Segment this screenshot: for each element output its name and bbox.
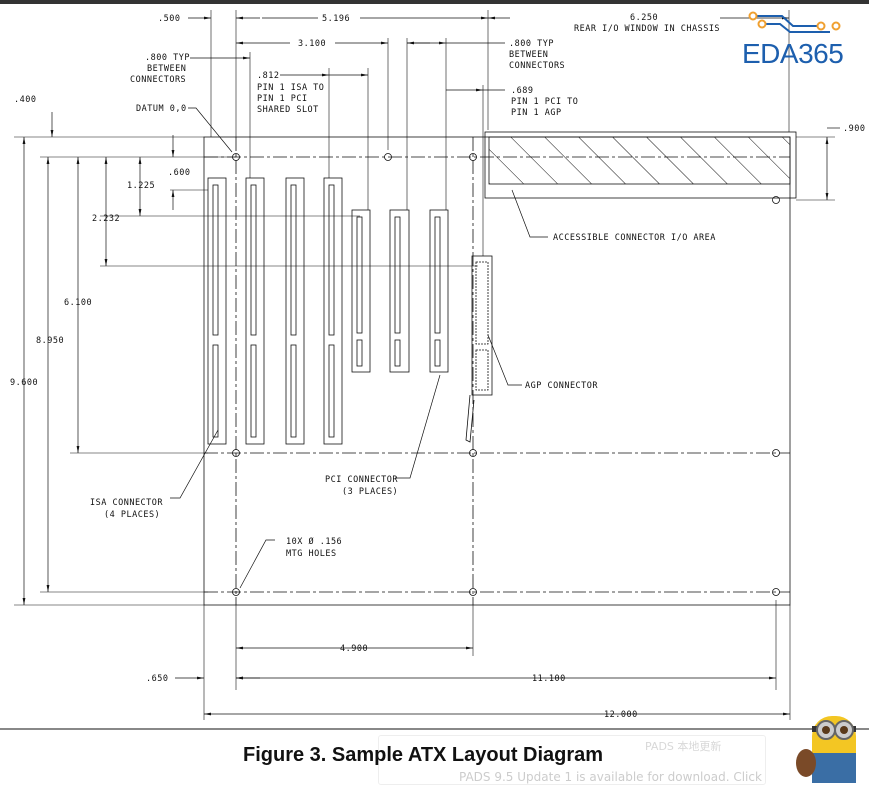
dim-689-l1: PIN 1 PCI TO [511,97,578,107]
update-notification[interactable]: PADS 本地更新 PADS 9.5 Update 1 is available… [378,735,766,785]
dim-5196: 5.196 [322,14,350,24]
board-outline [203,136,791,606]
dim-812-l1: PIN 1 ISA TO [257,83,324,93]
agp-label: AGP CONNECTOR [525,381,598,391]
pci-label-2: (3 PLACES) [342,487,398,497]
dim-650: .650 [146,674,168,684]
io-area-label: ACCESSIBLE CONNECTOR I/O AREA [553,233,716,243]
holes-label-1: 10X Ø .156 [286,536,342,547]
mounting-holes [232,153,780,596]
dim-600: .600 [168,168,190,178]
typ-right-2: BETWEEN [509,50,548,60]
figure-caption: Figure 3. Sample ATX Layout Diagram [243,744,604,766]
typ-left-3: CONNECTORS [130,75,186,85]
dim-11100: 11.100 [532,674,566,684]
eda365-logo-traces [748,11,841,33]
minion-mascot-image [796,716,856,783]
io-area-frame [484,131,797,199]
dim-3100: 3.100 [298,39,326,49]
eda365-logo: EDA365 [742,38,844,69]
typ-right-3: CONNECTORS [509,61,565,71]
rear-io-label: REAR I/O WINDOW IN CHASSIS [574,24,720,34]
dim-9600: 9.600 [10,378,38,388]
dim-1225: 1.225 [127,181,155,191]
dim-8950: 8.950 [36,336,64,346]
dim-689-l2: PIN 1 AGP [511,108,562,118]
dim-812: .812 [257,71,279,81]
dim-812-l3: SHARED SLOT [257,105,319,115]
pci-label-1: PCI CONNECTOR [325,475,398,485]
notification-message[interactable]: PADS 9.5 Update 1 is available for downl… [459,770,762,784]
isa-connectors [207,177,343,445]
datum-label: DATUM 0,0 [136,104,187,114]
agp-connector [465,255,493,443]
centerlines [204,137,790,605]
dim-12000: 12.000 [604,710,638,720]
io-area-hatch [488,136,791,185]
dim-6250: 6.250 [630,13,658,23]
pci-connectors [351,209,449,373]
holes-label-2: MTG HOLES [286,549,337,559]
dim-4900: 4.900 [340,644,368,654]
dim-500: .500 [158,14,180,24]
typ-right-1: .800 TYP [509,39,554,49]
typ-left-1: .800 TYP [145,53,190,63]
dim-400: .400 [14,95,36,105]
window-top-border [0,0,869,4]
dim-812-l2: PIN 1 PCI [257,94,308,104]
dim-900: .900 [843,124,865,134]
dim-2232: 2.232 [92,214,120,224]
dim-6100: 6.100 [64,298,92,308]
isa-label-1: ISA CONNECTOR [90,498,163,508]
dim-689: .689 [511,86,533,96]
notification-title: PADS 本地更新 [645,740,722,753]
isa-label-2: (4 PLACES) [104,510,160,520]
typ-left-2: BETWEEN [147,64,186,74]
